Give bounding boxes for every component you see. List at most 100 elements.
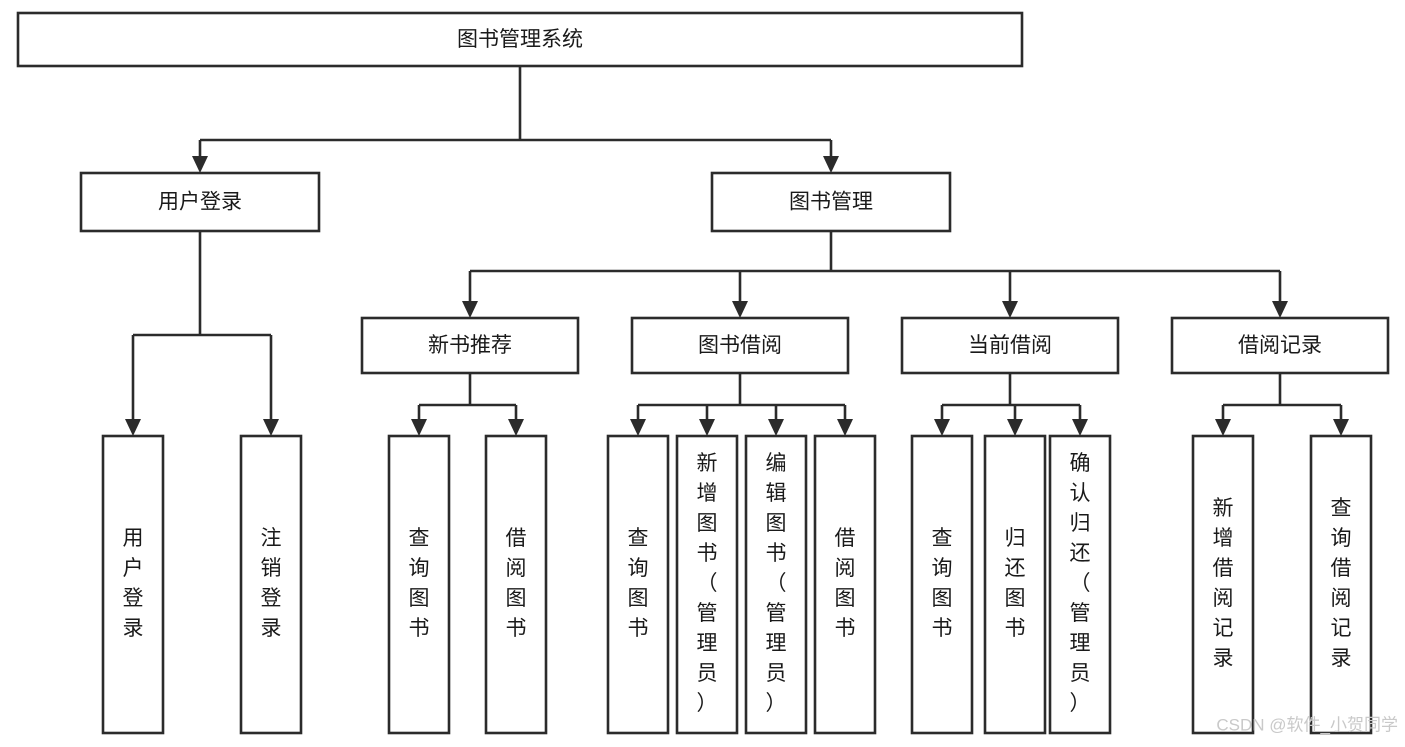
node-leaf-query-book-recommend-label-char: 询 bbox=[409, 557, 430, 580]
node-root-box[interactable] bbox=[16, 11, 1024, 68]
connector-to-book-borrow-arrowhead-icon bbox=[732, 301, 748, 318]
node-leaf-logout-label-char: 销 bbox=[261, 557, 282, 580]
node-book-borrow[interactable]: 图书借阅 bbox=[630, 316, 850, 375]
node-leaf-confirm-return-label-char: 理 bbox=[1070, 632, 1091, 655]
node-leaf-borrow-book-recommend-label-char: 借 bbox=[506, 527, 527, 550]
node-leaf-query-book-recommend-label-char: 书 bbox=[409, 617, 430, 640]
node-leaf-logout-label-char: 注 bbox=[261, 527, 282, 550]
node-leaf-add-borrow-record-label-char: 借 bbox=[1213, 557, 1234, 580]
node-leaf-confirm-return-label-char: 确 bbox=[1070, 452, 1091, 475]
node-leaf-query-borrow-record-label-char: 阅 bbox=[1331, 587, 1352, 610]
node-borrow-record[interactable]: 借阅记录 bbox=[1170, 316, 1390, 375]
node-leaf-confirm-return-box[interactable] bbox=[1048, 434, 1112, 735]
node-leaf-add-borrow-record-label-char: 记 bbox=[1213, 617, 1234, 640]
nodes-layer: 图书管理系统用户登录图书管理新书推荐图书借阅当前借阅借阅记录用户登录注销登录查询… bbox=[16, 11, 1390, 735]
node-leaf-query-book-recommend-box[interactable] bbox=[387, 434, 451, 735]
node-current-borrow-box[interactable] bbox=[900, 316, 1120, 375]
node-leaf-query-borrow-record-label-char: 录 bbox=[1331, 647, 1352, 670]
node-leaf-borrow-book-recommend-label-char: 书 bbox=[506, 617, 527, 640]
node-leaf-add-book-label-char: 图 bbox=[697, 512, 718, 535]
node-leaf-user-login[interactable]: 用户登录 bbox=[101, 434, 165, 735]
node-leaf-logout-box[interactable] bbox=[239, 434, 303, 735]
node-leaf-borrow-book-box[interactable] bbox=[813, 434, 877, 735]
node-root[interactable]: 图书管理系统 bbox=[16, 11, 1024, 68]
node-leaf-borrow-book-recommend-box[interactable] bbox=[484, 434, 548, 735]
node-book-management-box[interactable] bbox=[710, 171, 952, 233]
node-leaf-return-book-label-char: 书 bbox=[1005, 617, 1026, 640]
node-current-borrow-label: 当前借阅 bbox=[968, 334, 1052, 357]
node-leaf-user-login-label-char: 登 bbox=[123, 587, 144, 610]
node-leaf-confirm-return-label-char: 归 bbox=[1070, 512, 1091, 535]
node-leaf-query-borrow-record-box[interactable] bbox=[1309, 434, 1373, 735]
node-leaf-borrow-book-label-char: 借 bbox=[835, 527, 856, 550]
connector-to-leaf-query-book-recommend-arrowhead-icon bbox=[411, 419, 427, 436]
node-leaf-add-book-label-char: 员 bbox=[697, 662, 718, 685]
connector-to-book-management-arrowhead-icon bbox=[823, 156, 839, 173]
connector-to-current-borrow-arrowhead-icon bbox=[1002, 301, 1018, 318]
node-current-borrow[interactable]: 当前借阅 bbox=[900, 316, 1120, 375]
node-leaf-confirm-return-label-char: （ bbox=[1070, 572, 1091, 595]
connector-to-leaf-user-login-arrowhead-icon bbox=[125, 419, 141, 436]
node-user-login-label: 用户登录 bbox=[158, 191, 242, 214]
node-leaf-confirm-return-label-char: 员 bbox=[1070, 662, 1091, 685]
connector-to-leaf-confirm-return-arrowhead-icon bbox=[1072, 419, 1088, 436]
node-borrow-record-box[interactable] bbox=[1170, 316, 1390, 375]
node-leaf-add-borrow-record-box[interactable] bbox=[1191, 434, 1255, 735]
node-leaf-query-book-current-label-char: 图 bbox=[932, 587, 953, 610]
node-leaf-edit-book-label-char: （ bbox=[766, 572, 787, 595]
node-leaf-return-book-box[interactable] bbox=[983, 434, 1047, 735]
connectors-layer bbox=[125, 66, 1349, 436]
node-leaf-query-book-borrow-box[interactable] bbox=[606, 434, 670, 735]
node-leaf-edit-book-label-char: ） bbox=[766, 692, 787, 715]
node-leaf-return-book-label-char: 图 bbox=[1005, 587, 1026, 610]
node-leaf-confirm-return-label-char: 认 bbox=[1070, 482, 1091, 505]
node-leaf-add-book-label-char: 新 bbox=[697, 452, 718, 475]
node-leaf-query-book-recommend-label-char: 查 bbox=[409, 527, 430, 550]
node-leaf-confirm-return-label-char: 还 bbox=[1070, 542, 1091, 565]
node-leaf-add-book-label-char: 管 bbox=[697, 602, 718, 625]
node-book-management[interactable]: 图书管理 bbox=[710, 171, 952, 233]
node-leaf-user-login-label-char: 用 bbox=[123, 527, 144, 550]
connector-to-leaf-query-book-borrow-arrowhead-icon bbox=[630, 419, 646, 436]
connector-to-leaf-borrow-book-recommend-arrowhead-icon bbox=[508, 419, 524, 436]
node-leaf-logout-label-char: 登 bbox=[261, 587, 282, 610]
node-leaf-borrow-book-label-char: 图 bbox=[835, 587, 856, 610]
node-user-login[interactable]: 用户登录 bbox=[79, 171, 321, 233]
csdn-watermark: CSDN @软件_小贺同学 bbox=[1216, 715, 1398, 734]
node-leaf-add-book-box[interactable] bbox=[675, 434, 739, 735]
node-new-book-recommend[interactable]: 新书推荐 bbox=[360, 316, 580, 375]
node-leaf-query-book-current-box[interactable] bbox=[910, 434, 974, 735]
node-new-book-recommend-box[interactable] bbox=[360, 316, 580, 375]
node-book-borrow-label: 图书借阅 bbox=[698, 334, 782, 357]
node-user-login-box[interactable] bbox=[79, 171, 321, 233]
node-leaf-user-login-box[interactable] bbox=[101, 434, 165, 735]
node-leaf-query-book-borrow-label-char: 查 bbox=[628, 527, 649, 550]
node-leaf-borrow-book-label-char: 阅 bbox=[835, 557, 856, 580]
node-leaf-query-borrow-record-label-char: 询 bbox=[1331, 527, 1352, 550]
node-book-borrow-box[interactable] bbox=[630, 316, 850, 375]
node-leaf-edit-book-box[interactable] bbox=[744, 434, 808, 735]
